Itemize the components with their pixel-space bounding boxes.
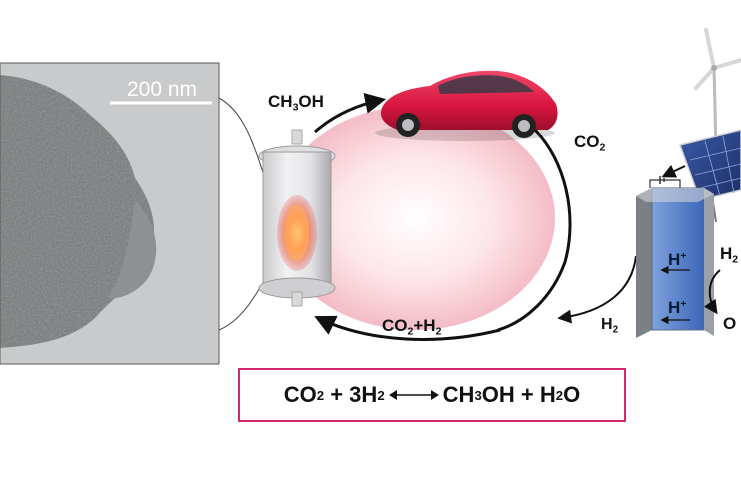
car-icon bbox=[375, 70, 558, 141]
equilibrium-arrow-icon bbox=[388, 390, 439, 400]
label-co2-exhaust: CO2 bbox=[574, 132, 606, 154]
arrow-water-split bbox=[703, 269, 721, 315]
arrow-solar-to-electrolyzer bbox=[661, 164, 686, 178]
label-h2-out: H2 bbox=[720, 244, 739, 266]
label-o2-out: O bbox=[723, 314, 737, 333]
arrow-h2-feed bbox=[557, 255, 637, 324]
label-methanol: CH3OH bbox=[268, 92, 324, 114]
electrolyzer-icon bbox=[636, 176, 714, 338]
label-h2-feed: H2 bbox=[601, 316, 619, 336]
tem-micrograph bbox=[0, 62, 220, 365]
scale-bar-label: 200 nm bbox=[126, 78, 198, 101]
label-proton-top: H+ bbox=[668, 250, 687, 269]
arrow-methanol-to-car bbox=[314, 93, 387, 134]
cycle-glow bbox=[275, 106, 555, 330]
arrow-feed-to-reactor bbox=[314, 315, 501, 341]
arrow-co2-return bbox=[497, 128, 572, 332]
reactor-icon bbox=[258, 129, 336, 307]
label-proton-bottom: H+ bbox=[668, 298, 687, 317]
label-co2-h2-feed: CO2+H2 bbox=[382, 316, 442, 338]
